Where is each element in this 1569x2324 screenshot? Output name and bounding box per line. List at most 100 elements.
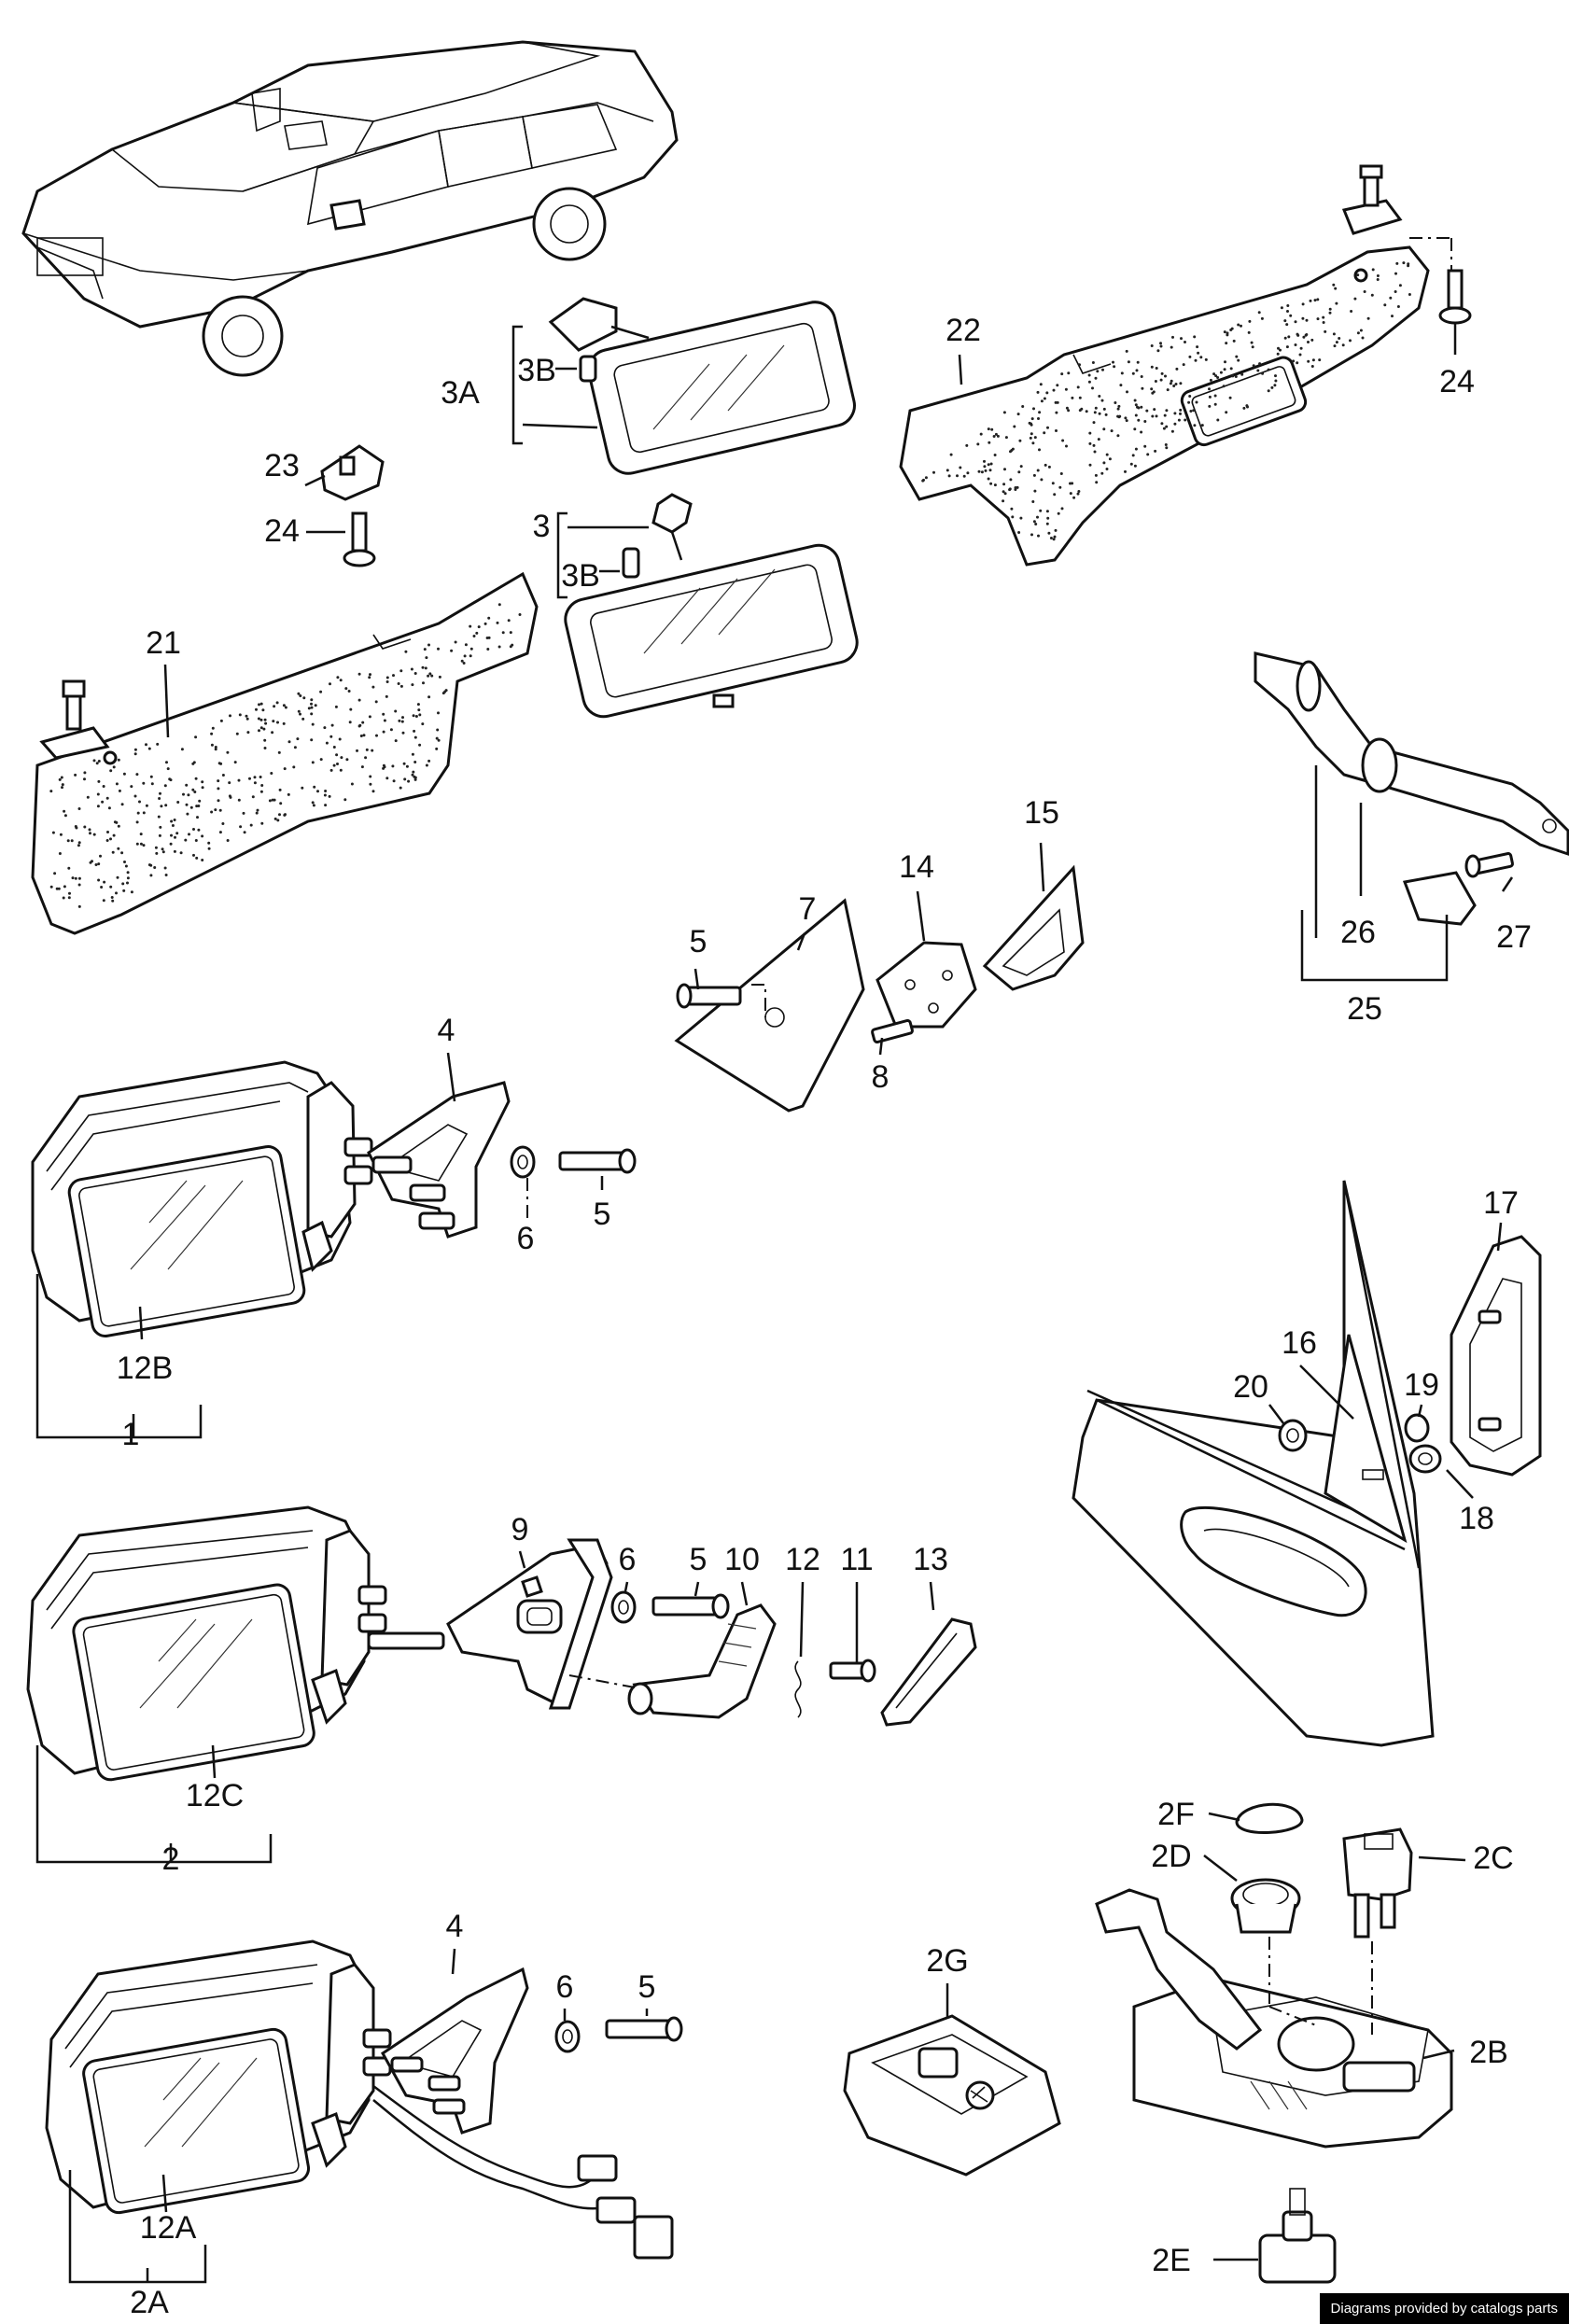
callout-13: 13 [913,1542,948,1577]
screw-27 [1464,852,1514,878]
callout-19: 19 [1404,1367,1439,1403]
spring-12 [794,1660,802,1718]
leader-lines [35,237,1514,2284]
callout-3B-bottom: 3B [561,558,600,594]
gasket-14 [876,941,977,1029]
screw-5-mid [651,1593,730,1619]
callout-12B: 12B [117,1351,174,1386]
washer-6-top [510,1145,536,1179]
door-panel [1072,1180,1435,1747]
grommet-18 [1408,1444,1442,1474]
callout-2D: 2D [1151,1839,1191,1874]
callout-2: 2 [162,1841,180,1877]
callout-2G: 2G [926,1943,968,1979]
callout-26: 26 [1340,915,1376,950]
callout-5-triangle: 5 [690,924,707,959]
screw-5-bottom [605,2016,683,2042]
screw-11 [829,1659,876,1683]
callout-3: 3 [533,509,551,544]
callout-6-mid: 6 [619,1542,637,1577]
screw-24-left [343,511,376,567]
callout-22: 22 [946,313,981,348]
grommet-20 [1278,1419,1308,1452]
credit-banner: Diagrams provided by catalogs parts [1319,2293,1569,2324]
callout-5-bottom: 5 [638,1969,656,2005]
callout-2B: 2B [1469,2035,1508,2070]
callout-20: 20 [1233,1369,1268,1405]
callout-18: 18 [1459,1501,1494,1536]
callout-21: 21 [146,625,181,661]
callout-brackets-25 [1300,765,1449,982]
callout-4-bottom: 4 [446,1909,464,1944]
car-illustration [21,40,679,377]
callout-11: 11 [840,1542,873,1577]
exterior-mirror-1 [31,1060,373,1337]
callout-2C: 2C [1473,1841,1513,1876]
screw-5-triangle [676,983,742,1009]
callout-4-top: 4 [438,1013,455,1048]
cap-2f [1235,1802,1304,1835]
mirror-arm-10 [568,1603,777,1719]
mirror-base-4-bottom [381,1967,529,2135]
mirror-base-17 [1450,1235,1542,1477]
washer-6-mid [610,1590,637,1624]
switch-panel-2g [843,2014,1061,2177]
callout-16: 16 [1282,1325,1317,1361]
triangle-cover-7 [674,898,865,1113]
callout-14: 14 [899,849,934,885]
console-2b [1095,1888,1453,2149]
callout-brackets-3 [511,325,649,599]
callout-25: 25 [1347,991,1382,1027]
callout-labels: 3A 3B 3 3B 22 24 23 24 21 15 14 7 5 8 26… [117,313,1532,2320]
callout-10: 10 [724,1542,760,1577]
callout-2F: 2F [1157,1797,1195,1832]
exterior-mirror-2a [45,1939,392,2215]
callout-27: 27 [1496,919,1532,955]
visor-21-texture [49,603,522,908]
dash-lines-2 [1268,1937,1373,2035]
interior-mirror-3a [548,297,856,475]
callout-2A: 2A [130,2285,169,2320]
bezel-2d [1230,1878,1301,1934]
callout-12A: 12A [140,2210,197,2246]
callout-5-top: 5 [594,1197,611,1232]
callout-12C: 12C [186,1778,244,1813]
callout-15: 15 [1024,795,1059,831]
grommet-19 [1404,1413,1430,1443]
callout-6-bottom: 6 [556,1969,574,2005]
screw-8 [871,1018,914,1044]
callout-23: 23 [264,448,300,483]
screw-5-top [558,1148,637,1174]
callout-3A: 3A [441,375,480,411]
clip-25 [1402,871,1477,926]
support-bracket-26 [1254,651,1569,856]
trim-13 [880,1617,977,1727]
mirror-base-4-top [367,1081,511,1239]
callout-17: 17 [1483,1185,1519,1221]
mirror-base-9 [446,1538,613,1710]
callout-12: 12 [785,1542,820,1577]
callout-5-mid: 5 [690,1542,707,1577]
callout-24-right: 24 [1439,364,1475,399]
wiring-harness [372,2084,674,2260]
interior-mirror-3 [564,493,859,719]
switch-2c [1342,1827,1413,1939]
exterior-mirror-2 [26,1505,445,1782]
visor-22-texture [921,261,1411,541]
callout-3B-top: 3B [517,353,556,388]
callout-9: 9 [511,1512,529,1547]
clip-23 [320,444,385,501]
mirror-base-15 [982,864,1085,991]
sun-visor-21 [31,571,539,935]
callout-7: 7 [799,891,817,927]
washer-6-bottom [554,2020,581,2053]
callout-24-left: 24 [264,513,300,549]
sun-visor-22 [899,164,1430,567]
callout-8: 8 [872,1059,890,1095]
callout-2E: 2E [1152,2243,1191,2278]
callout-6-top: 6 [517,1221,535,1256]
switch-2e [1258,2188,1337,2284]
callout-1: 1 [122,1417,140,1452]
triangle-cover-16 [1324,1334,1408,1544]
